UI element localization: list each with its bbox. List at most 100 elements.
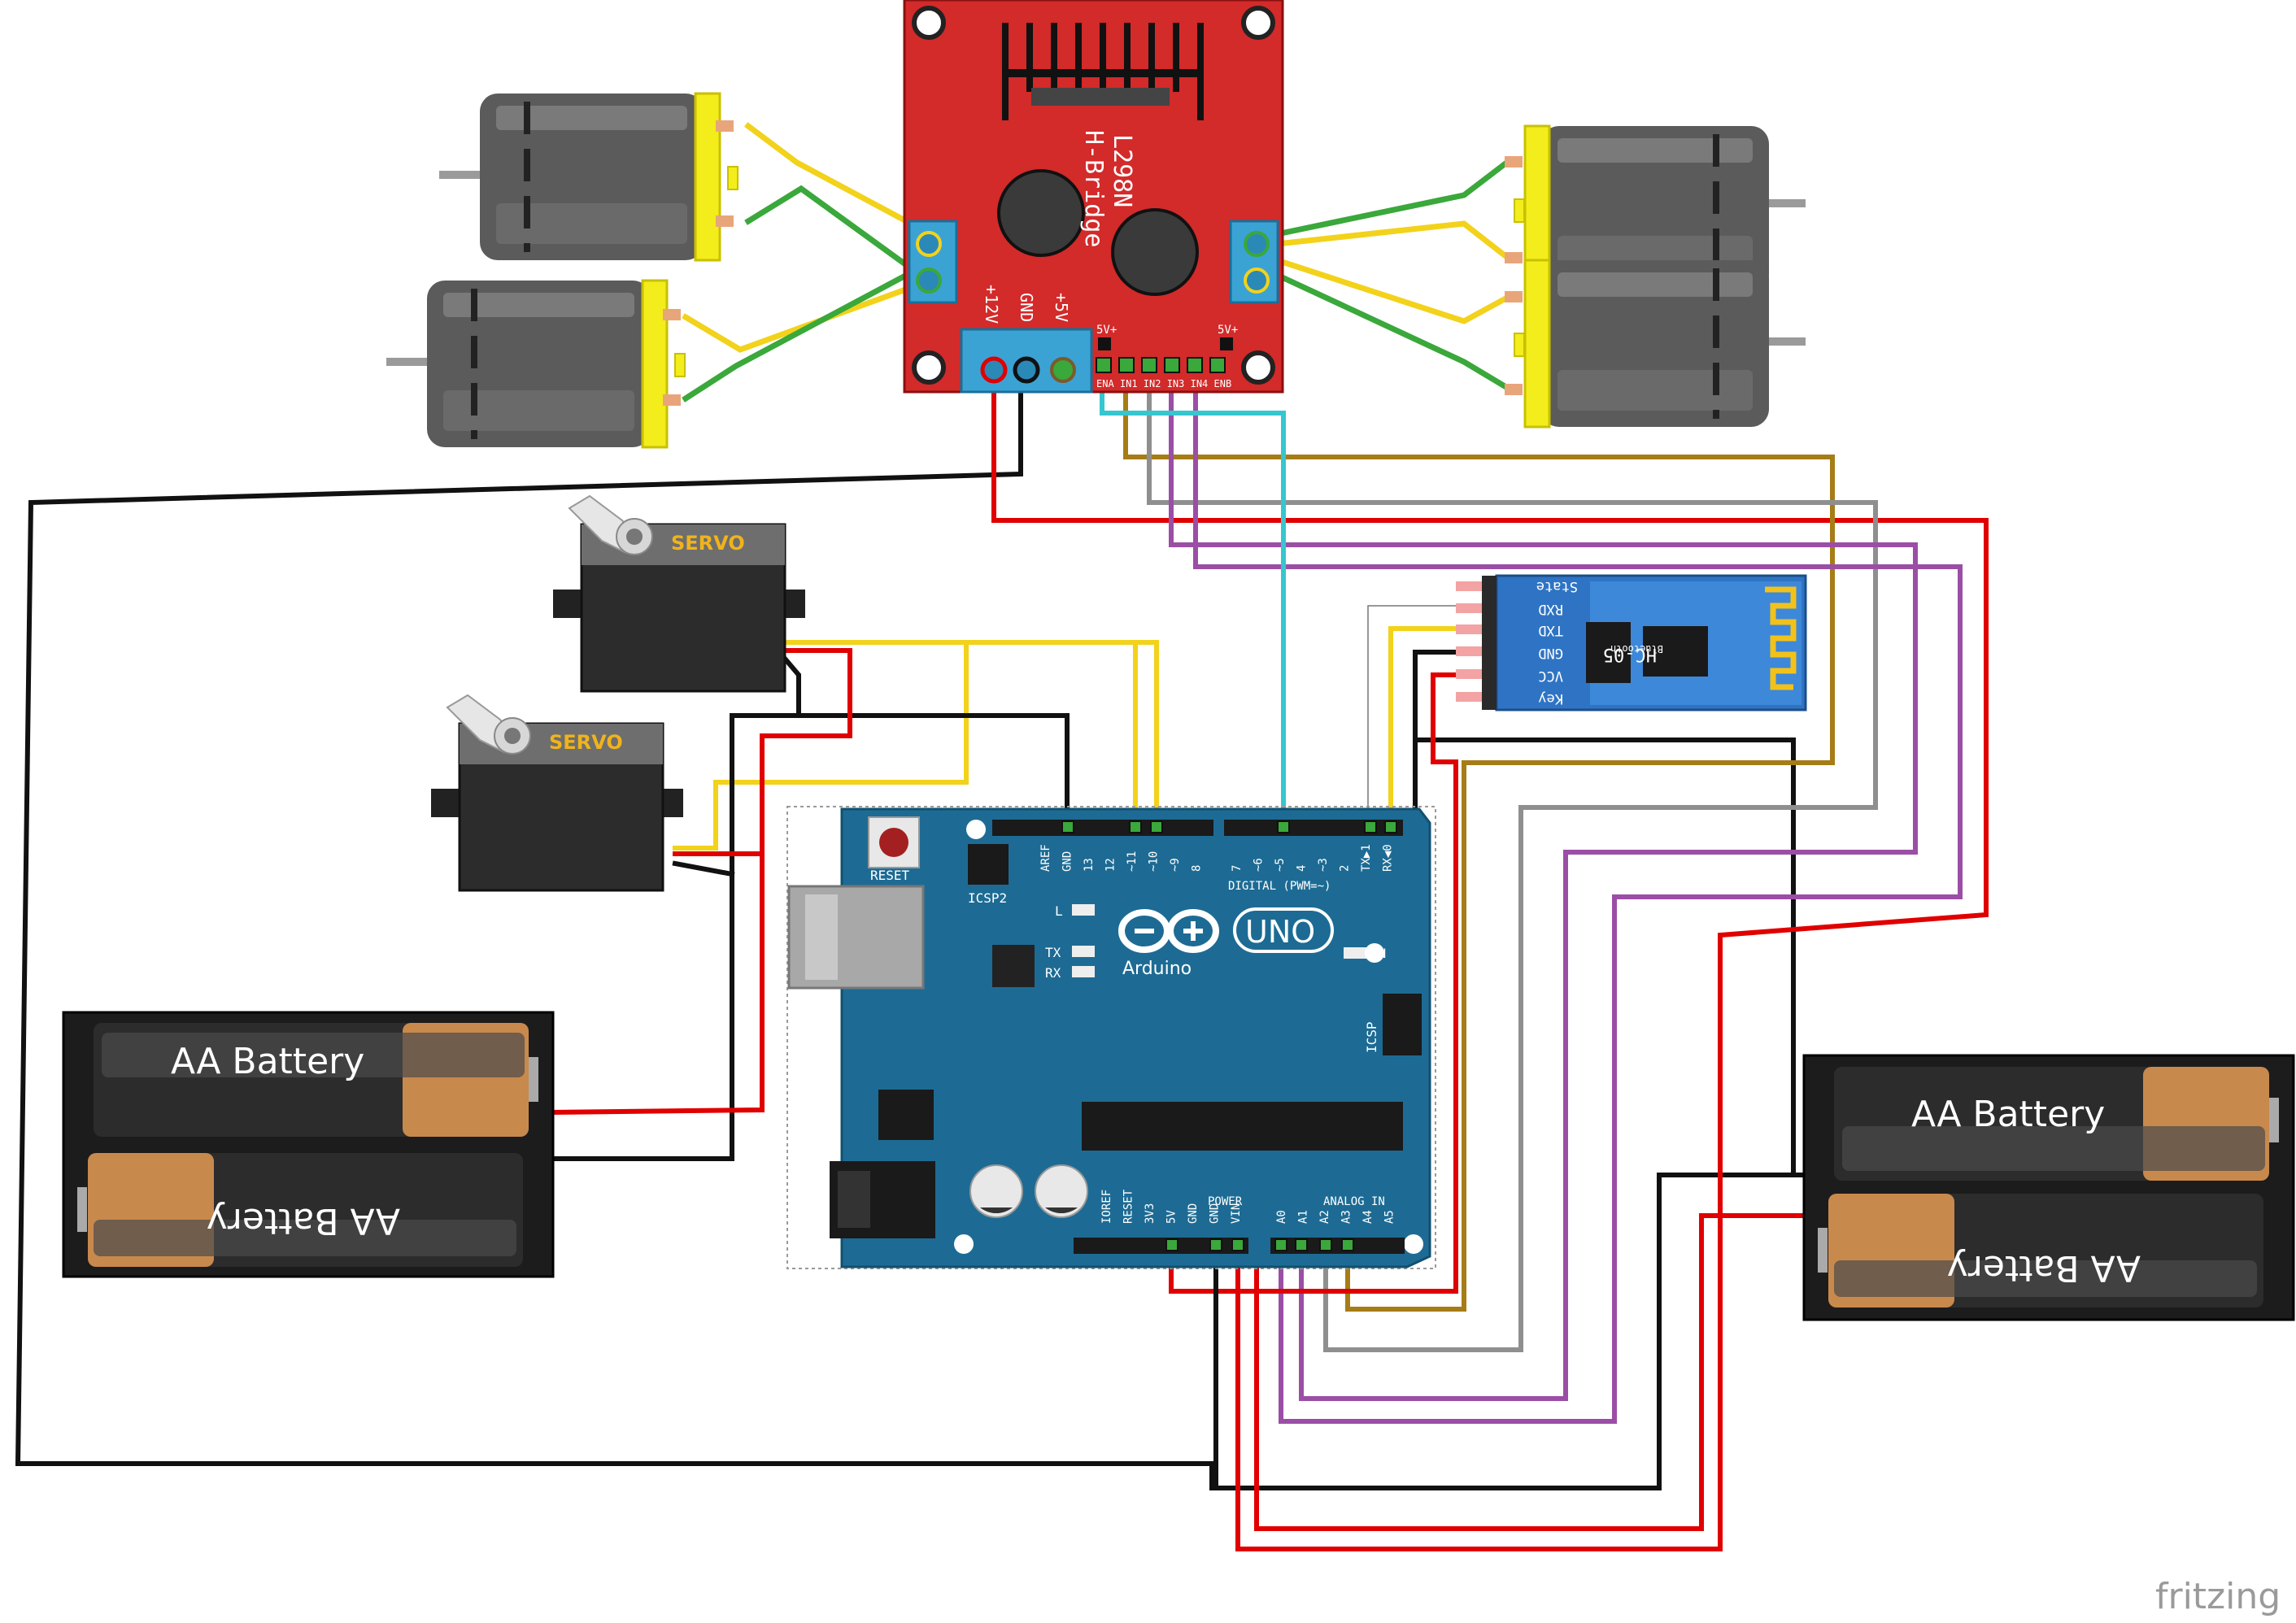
pin-label: 2 <box>1339 865 1352 872</box>
battery-label: AA Battery <box>1947 1247 2141 1289</box>
pin-label: IOREF <box>1100 1190 1113 1224</box>
mounting-hole <box>912 350 946 385</box>
wire-yellow-motor4a[interactable] <box>1273 256 1513 324</box>
wire-purple-in2[interactable] <box>1169 368 1918 1401</box>
usb-chip <box>992 945 1035 987</box>
wire-green-motor2b[interactable] <box>682 264 923 402</box>
bt-antenna <box>1765 586 1797 690</box>
pin-label: GND <box>1187 1203 1200 1224</box>
svg-text:VCC: VCC <box>1538 668 1563 684</box>
motor-terminal <box>663 394 681 406</box>
wire-yellow-servo2[interactable] <box>673 640 1138 851</box>
wire-green-motor3a[interactable] <box>1273 157 1513 238</box>
led-on <box>1344 947 1366 959</box>
svg-text:GND: GND <box>1538 645 1563 661</box>
hc05-bluetooth-module: HC-05 Bluetooth State RXD TXD GND VCC Ke… <box>1456 574 1807 711</box>
svg-text:Key: Key <box>1538 690 1563 707</box>
svg-text:5V+: 5V+ <box>1096 324 1117 337</box>
mounting-hole <box>1241 6 1275 40</box>
wire-red-servo-power[interactable] <box>550 648 852 1116</box>
motor-terminal <box>1505 252 1523 263</box>
wire-black-servo2-gnd[interactable] <box>672 860 735 877</box>
dc-motor-4 <box>1505 259 1806 429</box>
wire-white-bt-rxd-outline <box>1367 605 1457 834</box>
arduino-brand: Arduino <box>1122 959 1192 979</box>
servo-label: SERVO <box>549 731 623 754</box>
battery-holder-left: AA Battery AA Battery <box>62 1011 555 1278</box>
pin-label: 8 <box>1191 865 1204 872</box>
l298n-hbridge: L298N H-Bridge +12V GND +5V 5V+ 5V+ ENA … <box>903 0 1284 394</box>
mounting-hole <box>1404 1234 1423 1254</box>
pin-label: ~10 <box>1148 851 1161 872</box>
control-header <box>1096 357 1226 373</box>
pin-label: AREF <box>1039 844 1052 872</box>
wire-black-arduino-gnd[interactable] <box>730 713 1070 836</box>
motor-terminal <box>716 215 734 227</box>
wire-yellow-motor1a[interactable] <box>744 122 923 248</box>
motor-shaft <box>1765 199 1806 207</box>
wire-red-bt-vcc[interactable] <box>1169 672 1458 1294</box>
motor-shaft <box>1765 337 1806 346</box>
wire-brown-ena[interactable] <box>1123 368 1835 1312</box>
motor-endcap <box>1523 259 1551 429</box>
digital-caption: DIGITAL (PWM=~) <box>1228 880 1331 893</box>
wire-cyan-enb[interactable] <box>1100 368 1286 836</box>
jumper-right <box>1220 337 1233 350</box>
wire-green-motor4b[interactable] <box>1273 271 1513 393</box>
pin-label: A0 <box>1275 1210 1288 1224</box>
pin-label: 13 <box>1083 858 1096 872</box>
wire-black-bt-gnd[interactable] <box>1413 650 1458 742</box>
pin-label: 7 <box>1231 865 1244 872</box>
pin-label: RX◀0 <box>1382 844 1395 872</box>
motor-terminal <box>1505 384 1523 395</box>
wire-gray-in1[interactable] <box>1147 368 1878 1352</box>
pin-label: A1 <box>1297 1210 1310 1224</box>
aa-battery: AA Battery <box>94 1023 538 1137</box>
servo-1: SERVO <box>553 494 805 693</box>
icsp2-header <box>968 844 1009 885</box>
reset-label: RESET <box>870 868 910 883</box>
aa-battery: AA Battery <box>77 1153 523 1267</box>
wire-yellow-servo1[interactable] <box>782 640 1159 836</box>
wire-yellow-motor3b[interactable] <box>1274 220 1513 263</box>
pin-label-gnd: GND <box>1017 293 1036 322</box>
dc-motor-2 <box>386 279 686 449</box>
hbridge-subtitle: H-Bridge <box>1079 130 1108 248</box>
icsp-header <box>1383 994 1422 1055</box>
mounting-hole <box>1241 350 1275 385</box>
voltage-regulator <box>878 1090 934 1140</box>
pin-label: 3V3 <box>1144 1203 1157 1224</box>
jumper-left <box>1098 337 1111 350</box>
header-labels: ENA IN1 IN2 IN3 IN4 ENB <box>1096 378 1231 389</box>
arduino-board <box>840 807 1431 1268</box>
wire-white-bt-rxd[interactable] <box>1368 606 1458 836</box>
bt-model: HC-05 <box>1603 644 1657 664</box>
motor-terminal <box>716 120 734 132</box>
svg-text:RX: RX <box>1045 965 1061 981</box>
servo-2: SERVO <box>431 694 683 892</box>
hbridge-name: L298N <box>1108 134 1136 207</box>
digital-header-high <box>992 820 1213 836</box>
bt-chip <box>1586 622 1631 683</box>
wire-yellow-motor2a[interactable] <box>682 281 923 353</box>
wire-purple-in3[interactable] <box>1193 368 1963 1424</box>
bt-label-area <box>1643 626 1708 677</box>
pin-label: GND <box>1061 851 1074 872</box>
pin-label: A3 <box>1340 1210 1353 1224</box>
arduino-model: UNO <box>1245 914 1315 950</box>
wire-red-12v[interactable] <box>991 368 1989 1551</box>
wire-yellow-bt-txd[interactable] <box>1388 626 1458 836</box>
led-l <box>1072 904 1095 916</box>
wire-green-motor1b[interactable] <box>744 185 923 272</box>
wire-black-ground-loop[interactable] <box>15 368 1796 1490</box>
mounting-hole <box>954 1234 974 1254</box>
capacitor <box>997 169 1085 257</box>
arduino-logo: Arduino UNO <box>1118 907 1334 979</box>
pin-label: RESET <box>1122 1189 1135 1224</box>
analog-header <box>1270 1238 1405 1254</box>
battery-label: AA Battery <box>171 1041 364 1082</box>
motor-shaft <box>439 171 480 179</box>
